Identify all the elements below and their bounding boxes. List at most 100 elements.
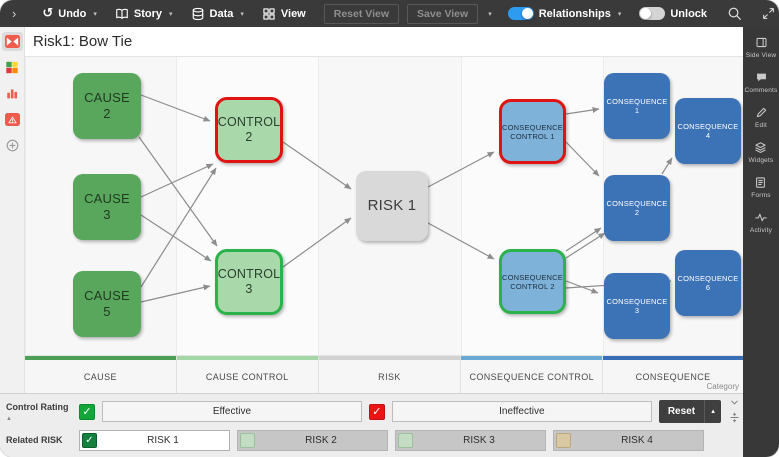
filter-option-risk-1[interactable]: ✓RISK 1	[79, 429, 230, 451]
side-view-icon	[755, 36, 768, 49]
views-caret-icon[interactable]: ▾	[488, 10, 492, 18]
node-consequence-control-1[interactable]: CONSEQUENCE CONTROL 1	[499, 99, 566, 164]
checkbox-risk-4[interactable]	[556, 432, 571, 448]
node-control-2[interactable]: CONTROL 2	[215, 97, 283, 163]
sidebar-item-edit[interactable]: Edit	[755, 106, 768, 129]
unlock-toggle[interactable]: Unlock	[639, 7, 707, 20]
reset-button[interactable]: Reset▲	[658, 400, 722, 423]
sidebar-item-activity[interactable]: Activity	[750, 211, 772, 234]
node-consequence-2[interactable]: CONSEQUENCE 2	[604, 175, 670, 241]
toolbar-menu-label: Data	[209, 7, 234, 20]
story-icon	[115, 7, 129, 21]
toolbar-menu-label: Story	[133, 7, 162, 20]
category-cell-0[interactable]: CAUSE	[25, 356, 176, 393]
category-cell-3[interactable]: CONSEQUENCE CONTROL	[460, 356, 603, 393]
expand-icon[interactable]	[762, 7, 775, 20]
reset-caret-icon: ▲	[704, 400, 721, 423]
toolbar-menu-undo[interactable]: ↺ Undo ▾	[42, 7, 97, 20]
sidebar-item-widgets[interactable]: Widgets	[749, 141, 774, 164]
category-label: CAUSE	[83, 371, 117, 382]
filter-option-risk-2[interactable]: RISK 2	[237, 429, 388, 451]
caret-down-icon[interactable]: ▾	[169, 10, 173, 18]
filter-option-risk-3[interactable]: RISK 3	[395, 429, 546, 451]
checkbox-ineffective[interactable]: ✓	[368, 403, 385, 420]
panel-mini-controls	[729, 397, 740, 423]
checkbox-effective[interactable]: ✓	[79, 403, 95, 420]
node-consequence-6[interactable]: CONSEQUENCE 6	[675, 250, 741, 316]
sort-arrow-icon[interactable]: ▲	[6, 415, 12, 422]
sidebar-item-label: Forms	[751, 192, 771, 199]
category-cell-2[interactable]: RISK	[317, 356, 461, 393]
relationships-caret-icon[interactable]: ▾	[617, 10, 622, 18]
sidebar-item-label: Activity	[749, 227, 773, 234]
category-label: CONSEQUENCE CONTROL	[469, 371, 595, 382]
caret-down-icon[interactable]: ▾	[240, 10, 244, 18]
filter-option-risk-4[interactable]: RISK 4	[553, 429, 704, 451]
sidebar-item-comments[interactable]: Comments	[744, 71, 777, 94]
relationships-toggle-track[interactable]	[507, 7, 534, 20]
bowtie-canvas[interactable]: CAUSE 2 CAUSE 3 CAUSE 5 CONTROL 2 CONTROL 3 R…	[25, 57, 743, 355]
filter-label[interactable]: Control Rating ▲	[6, 401, 69, 422]
toolbar-menu-story[interactable]: Story ▾	[115, 7, 173, 21]
toggle-knob	[521, 8, 533, 19]
sidebar-item-label: Edit	[754, 122, 767, 129]
category-axis: CAUSE CAUSE CONTROL RISK CONSEQUENCE CONTRO…	[25, 355, 743, 393]
sidebar-item-label: Comments	[744, 87, 778, 94]
collapse-icon[interactable]	[729, 412, 740, 423]
sidebar-item-side-view[interactable]: Side View	[746, 36, 777, 59]
save-view-button[interactable]: Save View	[407, 3, 479, 24]
category-label: RISK	[378, 371, 401, 382]
category-cell-4[interactable]: CONSEQUENCE	[602, 356, 743, 393]
bowtie-icon	[4, 35, 20, 48]
sidebar-item-forms[interactable]: Forms	[751, 176, 770, 199]
node-cause-5[interactable]: CAUSE 5	[73, 271, 141, 337]
toolbar-menus: ↺ Undo ▾ Story ▾ Data ▾ View	[42, 7, 323, 21]
rail-item-risk-alert[interactable]	[2, 110, 23, 129]
toolbar-right: Unlock	[639, 6, 775, 21]
toolbar-menu-view[interactable]: View	[262, 7, 306, 21]
node-consequence-4[interactable]: CONSEQUENCE 4	[675, 98, 741, 164]
edit-icon	[755, 106, 768, 119]
add-icon	[5, 138, 20, 153]
chevron-down-icon[interactable]	[729, 397, 740, 408]
sidebar-item-label: Widgets	[748, 157, 774, 164]
rail-item-bar-chart[interactable]	[2, 84, 23, 103]
category-cell-1[interactable]: CAUSE CONTROL	[175, 356, 318, 393]
reset-view-button[interactable]: Reset View	[323, 3, 400, 24]
caret-down-icon[interactable]: ▾	[93, 10, 97, 18]
checkbox-risk-1[interactable]: ✓	[82, 432, 97, 448]
undo-icon: ↺	[42, 6, 54, 21]
toolbar-menu-label: Undo	[58, 7, 87, 20]
relationships-toggle[interactable]: Relationships ▾	[507, 7, 622, 20]
node-consequence-1[interactable]: CONSEQUENCE 1	[604, 73, 670, 139]
node-consequence-control-2[interactable]: CONSEQUENCE CONTROL 2	[499, 249, 566, 314]
risk-option-label: RISK 2	[305, 434, 337, 446]
unlock-label: Unlock	[670, 7, 708, 20]
unlock-toggle-track[interactable]	[639, 7, 666, 20]
filter-row-control-rating: Control Rating ▲ ✓ Effective ✓ Ineffective Re…	[6, 400, 722, 423]
checkbox-risk-3[interactable]	[398, 432, 413, 448]
rail-item-bowtie[interactable]	[1, 32, 23, 51]
filter-option-effective[interactable]: Effective	[102, 401, 362, 422]
rail-item-risk-matrix[interactable]	[2, 58, 23, 77]
toolbar-menu-data[interactable]: Data ▾	[191, 7, 244, 21]
node-control-3[interactable]: CONTROL 3	[215, 249, 283, 315]
node-cause-2[interactable]: CAUSE 2	[73, 73, 141, 139]
forms-icon	[754, 176, 767, 189]
sidebar-item-label: Side View	[745, 52, 777, 59]
rail-item-add[interactable]	[2, 136, 23, 155]
risk-option-label: RISK 3	[463, 434, 495, 446]
toolbar-expander-icon[interactable]: ›	[12, 6, 17, 21]
filter-option-ineffective[interactable]: Ineffective	[391, 401, 652, 422]
node-consequence-3[interactable]: CONSEQUENCE 3	[604, 273, 670, 339]
checkbox-risk-2[interactable]	[240, 432, 255, 448]
node-cause-3[interactable]: CAUSE 3	[73, 174, 141, 240]
filter-label[interactable]: Related RISK	[6, 435, 63, 445]
search-icon[interactable]	[727, 6, 742, 21]
node-risk-1[interactable]: RISK 1	[356, 171, 428, 241]
